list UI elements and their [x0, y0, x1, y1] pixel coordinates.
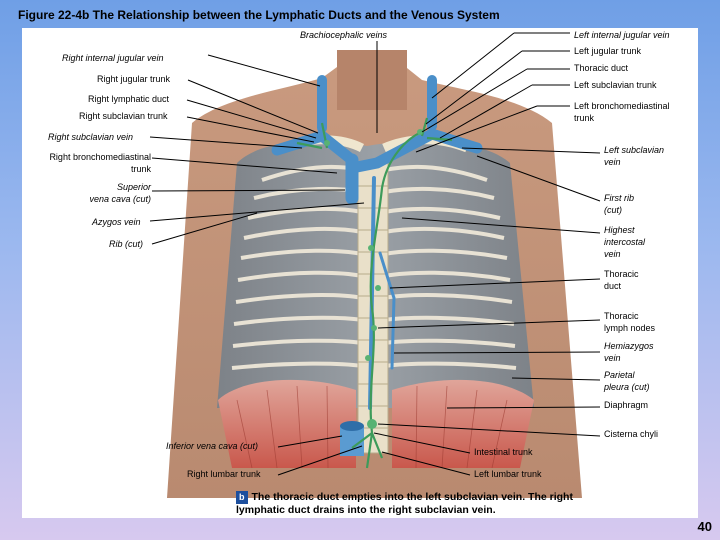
- label-right-jugular-trunk: Right jugular trunk: [97, 74, 171, 84]
- label-inferior-vena-cava: Inferior vena cava (cut): [166, 441, 259, 451]
- label-right-lumbar-trunk: Right lumbar trunk: [187, 469, 261, 479]
- label-left-lumbar-trunk: Left lumbar trunk: [474, 469, 542, 479]
- neck: [337, 50, 407, 110]
- veins: [271, 75, 483, 410]
- leader-lines: [149, 32, 601, 476]
- label-azygos-vein: Azygos vein: [92, 217, 141, 227]
- page-number: 40: [697, 519, 712, 534]
- figure-panel: Brachiocephalic veins Right internal jug…: [22, 28, 698, 518]
- label-left-subclavian-trunk: Left subclavian trunk: [574, 80, 657, 90]
- label-left-internal-jugular: Left internal jugular vein: [574, 30, 670, 40]
- ivc-cut: [340, 421, 364, 456]
- label-first-rib: First rib(cut): [604, 193, 634, 215]
- ribs: [231, 164, 517, 370]
- label-intestinal-trunk: Intestinal trunk: [474, 447, 533, 457]
- caption-text: The thoracic duct empties into the left …: [236, 491, 573, 516]
- label-right-subclavian-vein: Right subclavian vein: [48, 132, 134, 142]
- label-diaphragm: Diaphragm: [604, 400, 649, 410]
- label-cisterna-chyli: Cisterna chyli: [604, 429, 659, 439]
- figure-title: Figure 22-4b The Relationship between th…: [18, 8, 500, 22]
- label-rib-cut: Rib (cut): [109, 239, 144, 249]
- label-right-internal-jugular: Right internal jugular vein: [62, 53, 164, 63]
- label-right-subclavian-trunk: Right subclavian trunk: [79, 111, 168, 121]
- label-brachiocephalic-veins: Brachiocephalic veins: [300, 30, 388, 40]
- label-right-lymphatic-duct: Right lymphatic duct: [88, 94, 170, 104]
- diaphragm-right: [392, 379, 534, 468]
- label-left-jugular-trunk: Left jugular trunk: [574, 46, 642, 56]
- lymph-vessels: [296, 117, 453, 469]
- diaphragm-left: [218, 379, 356, 468]
- lymph-nodes: [324, 129, 423, 429]
- label-thoracic-duct-top: Thoracic duct: [574, 63, 629, 73]
- thorax-illustration: [149, 32, 601, 498]
- panel-badge: b: [236, 491, 248, 504]
